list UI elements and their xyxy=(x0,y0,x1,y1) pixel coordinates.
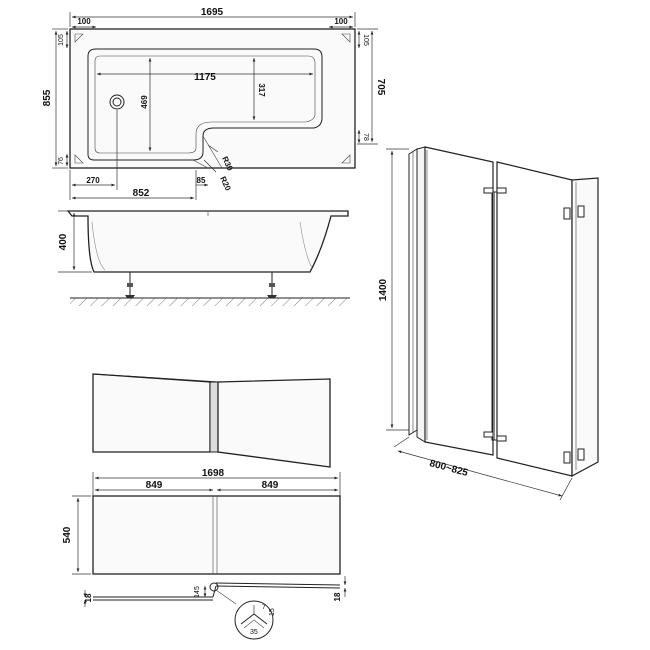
hinge-return-top-icon xyxy=(563,207,571,220)
panel-right-section xyxy=(217,378,331,468)
dim-bottom-right-rim: 78 xyxy=(362,133,369,141)
plan-outer-rim xyxy=(69,28,356,169)
panel-plan-section: 18 145 18 xyxy=(83,576,347,607)
radius-inner-label: R20 xyxy=(218,175,233,193)
side-tub-body xyxy=(66,210,349,273)
hinge-return-bottom-icon xyxy=(563,451,571,464)
panel-left-section xyxy=(92,373,211,453)
dim-panel-left: 849 xyxy=(146,480,163,491)
dim-screen-height: 1400 xyxy=(378,278,389,301)
waste-outlet-icon xyxy=(109,94,125,110)
hinge-bottom-right-icon xyxy=(496,435,507,442)
dim-side-height: 400 xyxy=(58,233,69,250)
floor-hatch xyxy=(70,298,350,306)
dim-panel-height: 540 xyxy=(62,526,73,543)
dim-internal-depth-left: 469 xyxy=(140,95,149,109)
screen-panel-folding xyxy=(496,161,573,477)
hinge-top-right-icon xyxy=(496,187,507,194)
dim-narrow-depth: 705 xyxy=(375,79,386,96)
detail-circle-icon xyxy=(234,600,274,640)
dim-internal-depth-right: 317 xyxy=(257,83,266,97)
dim-bend-offset: 85 xyxy=(197,176,206,185)
dim-detail-c: 35 xyxy=(250,629,258,636)
dim-thickness-left: 18 xyxy=(84,593,93,602)
bath-panel-perspective xyxy=(92,373,331,468)
leg-right-icon xyxy=(267,272,277,298)
hinge-bottom-left-icon xyxy=(483,431,494,438)
dim-thickness-right: 18 xyxy=(333,592,342,601)
bath-panel-front: 1698 849 849 540 xyxy=(62,468,341,575)
plan-inner-floor xyxy=(94,55,316,154)
panel-front-rect xyxy=(92,495,341,575)
dim-rim-left: 100 xyxy=(77,17,91,26)
dim-waste-offset: 270 xyxy=(86,176,100,185)
dim-panel-right: 849 xyxy=(262,480,279,491)
dim-detail-b: 15 xyxy=(269,608,276,616)
dim-detail-a: 7 xyxy=(262,604,266,611)
dim-left-top-rim: 105 xyxy=(58,34,65,46)
side-elevation: 400 xyxy=(58,210,350,306)
screen-return-panel xyxy=(571,177,599,478)
dim-screen-width: 800~825 xyxy=(428,458,469,479)
dim-rim-right: 100 xyxy=(334,17,348,26)
shower-screen: 1400 800~825 xyxy=(378,146,599,501)
dim-inner-length: 1175 xyxy=(194,72,216,83)
joint-detail: 7 15 35 xyxy=(234,600,276,640)
dim-panel-total: 1698 xyxy=(202,468,225,479)
dim-right-top-rim: 105 xyxy=(362,34,369,46)
leg-left-icon xyxy=(125,272,135,298)
dim-wide-section: 852 xyxy=(133,188,150,199)
hinge-top-left-icon xyxy=(483,187,494,194)
screen-panel-fixed xyxy=(424,146,494,456)
dim-bottom-left-rim: 76 xyxy=(58,157,65,165)
dim-overall-width: 1695 xyxy=(201,7,224,18)
dim-offset: 145 xyxy=(194,586,201,598)
dim-overall-depth: 855 xyxy=(42,89,53,106)
plan-view: 1695 100 100 1175 469 317 855 105 76 705… xyxy=(42,7,386,200)
